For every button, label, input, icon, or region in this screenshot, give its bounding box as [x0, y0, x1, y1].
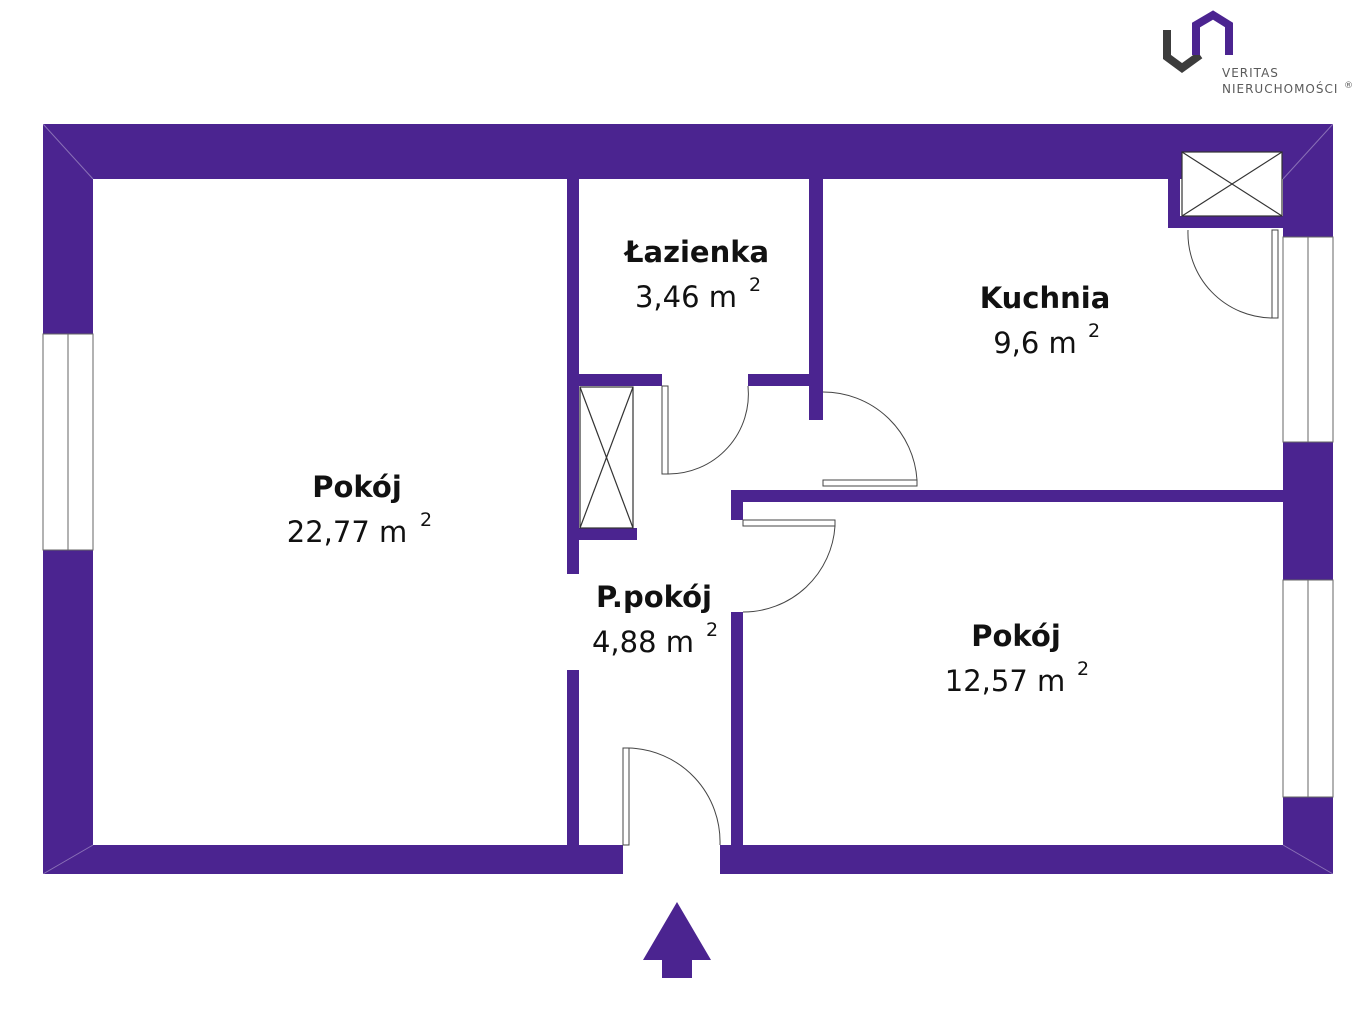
room-kuchnia: Kuchnia 9,6 m 2 — [980, 281, 1111, 360]
veritas-logo-icon — [1163, 10, 1233, 73]
room-area-unit-sup: 2 — [749, 274, 761, 296]
room-name: Kuchnia — [980, 281, 1111, 315]
room-area-unit-sup: 2 — [706, 619, 718, 641]
room-przedpokoj: P.pokój 4,88 m 2 — [592, 580, 718, 659]
room-area: 12,57 m — [945, 664, 1066, 698]
room-area: 9,6 m — [993, 326, 1077, 360]
brand-registered-mark: ® — [1344, 81, 1354, 91]
room-name: Pokój — [971, 619, 1061, 653]
brand-line-1: VERITAS — [1222, 66, 1279, 80]
brand-line-2: NIERUCHOMOŚCI — [1222, 81, 1338, 96]
wall-mitre-lines — [42, 123, 1334, 875]
room-area-unit-sup: 2 — [1077, 658, 1089, 680]
doors — [622, 229, 1279, 846]
room-name: Łazienka — [623, 235, 769, 269]
room-area-unit-sup: 2 — [420, 509, 432, 531]
ventilation-shafts — [579, 151, 1283, 529]
entrance-arrow-icon — [643, 902, 711, 978]
room-name: P.pokój — [596, 580, 712, 614]
room-area-unit-sup: 2 — [1088, 320, 1100, 342]
walls — [43, 124, 1333, 874]
room-name: Pokój — [312, 470, 402, 504]
room-area: 4,88 m — [592, 625, 694, 659]
room-area: 3,46 m — [635, 280, 737, 314]
room-pokoj-small: Pokój 12,57 m 2 — [945, 619, 1089, 698]
windows — [42, 236, 1334, 798]
room-lazienka: Łazienka 3,46 m 2 — [623, 235, 769, 314]
room-pokoj-large: Pokój 22,77 m 2 — [287, 470, 432, 549]
room-area: 22,77 m — [287, 515, 408, 549]
